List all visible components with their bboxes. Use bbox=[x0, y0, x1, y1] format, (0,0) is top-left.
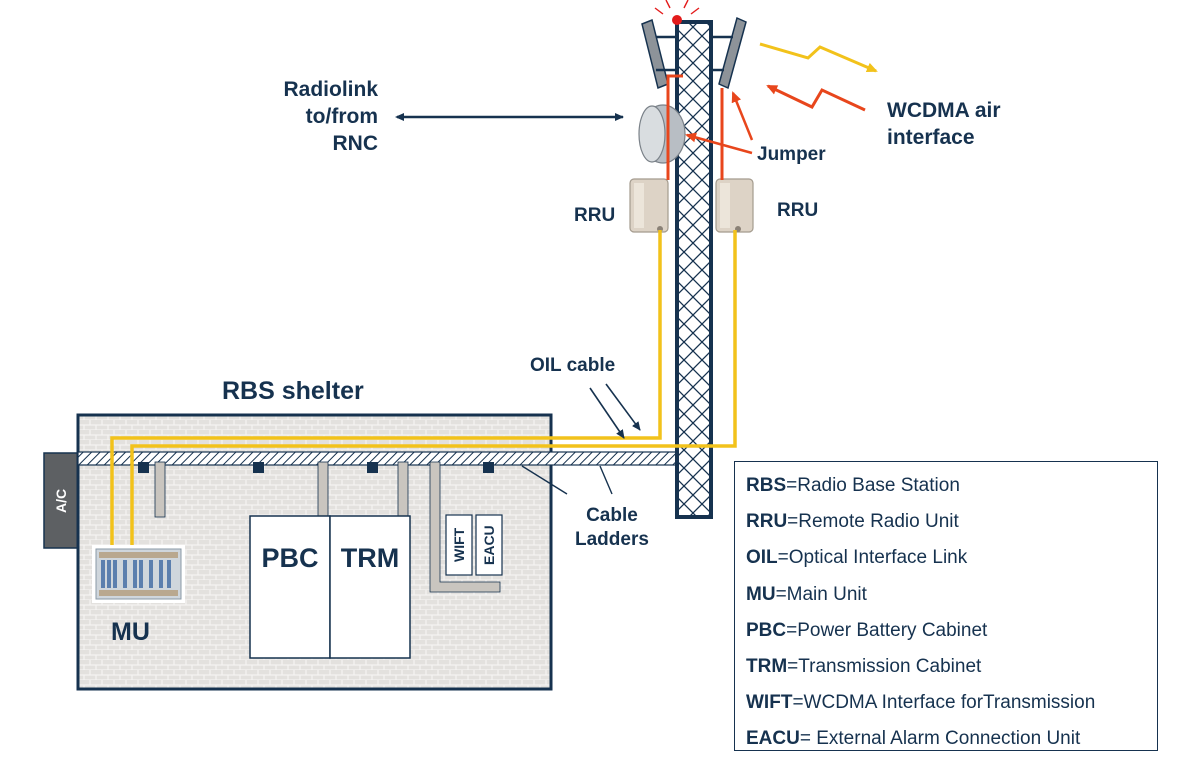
trm-label: TRM bbox=[340, 543, 400, 573]
legend-text: =Power Battery Cabinet bbox=[786, 619, 988, 641]
ladder-bracket bbox=[367, 462, 378, 473]
rru-left-label: RRU bbox=[574, 205, 616, 226]
beacon-light bbox=[654, 0, 700, 25]
legend-text: =Transmission Cabinet bbox=[787, 655, 982, 677]
legend-text: =WCDMA Interface forTransmission bbox=[792, 692, 1096, 714]
legend-item: PBC=Power Battery Cabinet bbox=[746, 613, 1157, 649]
legend-text: =Radio Base Station bbox=[786, 475, 960, 496]
legend-abbr: MU bbox=[746, 583, 776, 605]
jumper-pointer-arrow bbox=[731, 91, 754, 141]
legend-item: EACU= External Alarm Connection Unit bbox=[746, 721, 1157, 757]
oil-cable-label: OIL cable bbox=[530, 355, 616, 376]
legend-text: =Remote Radio Unit bbox=[787, 511, 959, 533]
oil-pointer-arrow bbox=[605, 383, 641, 431]
ac-unit bbox=[43, 452, 79, 549]
legend-item: WIFT=WCDMA Interface forTransmission bbox=[746, 685, 1157, 721]
radiolink-label: Radiolink to/from RNC bbox=[283, 78, 378, 155]
eacu-unit bbox=[475, 514, 503, 576]
pbc-cabinet bbox=[249, 515, 331, 659]
rru-unit-left bbox=[629, 178, 669, 233]
rru-right-label: RRU bbox=[777, 200, 819, 221]
rru-unit-right bbox=[715, 178, 754, 233]
ladder-pointer-line bbox=[599, 465, 613, 495]
legend-abbr: WIFT bbox=[746, 692, 793, 714]
legend-abbr: RRU bbox=[746, 511, 788, 533]
jumper-pointer-arrow bbox=[685, 132, 753, 155]
oil-pointer-arrow bbox=[589, 387, 625, 439]
ladder-pointer-line bbox=[521, 465, 568, 495]
legend-abbr: RBS bbox=[746, 475, 787, 496]
legend-item: TRM=Transmission Cabinet bbox=[746, 649, 1157, 685]
ac-label: A/C bbox=[53, 488, 69, 513]
air-interface-downlink-arrow bbox=[759, 42, 878, 73]
wift-unit bbox=[445, 514, 473, 576]
mu-label: MU bbox=[111, 618, 150, 646]
abbreviation-legend: RBS=Radio Base Station RRU=Remote Radio … bbox=[734, 461, 1158, 751]
legend-abbr: EACU bbox=[746, 728, 800, 750]
microwave-dish bbox=[638, 104, 686, 164]
jumper-cable-left bbox=[666, 74, 683, 180]
cable-drop bbox=[397, 461, 409, 518]
jumper-label: Jumper bbox=[757, 144, 826, 165]
legend-item: MU=Main Unit bbox=[746, 577, 1157, 613]
ladder-bracket bbox=[483, 462, 494, 473]
legend-abbr: TRM bbox=[746, 655, 788, 677]
legend-abbr: PBC bbox=[746, 619, 787, 641]
tower bbox=[675, 20, 713, 519]
oil-cable-1 bbox=[110, 230, 662, 545]
ladder-bracket bbox=[253, 462, 264, 473]
cable-drop-wift bbox=[429, 461, 501, 593]
pbc-label: PBC bbox=[261, 543, 319, 573]
wift-label: WIFT bbox=[451, 527, 467, 563]
legend-text: =Main Unit bbox=[775, 583, 867, 605]
legend-item: OIL=Optical Interface Link bbox=[746, 540, 1157, 576]
oil-cable-2 bbox=[130, 230, 737, 545]
air-interface-uplink-arrow bbox=[766, 84, 866, 112]
ladder-bracket bbox=[138, 462, 149, 473]
legend-item: RBS=Radio Base Station bbox=[746, 468, 1157, 504]
cable-ladders-label: Cable Ladders bbox=[575, 505, 649, 550]
mu-unit bbox=[92, 545, 185, 603]
cable-drop bbox=[317, 461, 329, 518]
antenna-left bbox=[641, 18, 669, 90]
wcdma-air-interface-label: WCDMA air interface bbox=[887, 99, 1001, 149]
legend-item: RRU=Remote Radio Unit bbox=[746, 504, 1157, 540]
legend-abbr: OIL bbox=[746, 547, 778, 569]
trm-cabinet bbox=[329, 515, 411, 659]
eacu-label: EACU bbox=[481, 525, 497, 565]
rbs-shelter-label: RBS shelter bbox=[222, 377, 364, 405]
legend-text: =Optical Interface Link bbox=[777, 547, 968, 569]
legend-text: = External Alarm Connection Unit bbox=[799, 728, 1081, 750]
cable-drop bbox=[154, 461, 166, 518]
antenna-right bbox=[718, 16, 747, 90]
